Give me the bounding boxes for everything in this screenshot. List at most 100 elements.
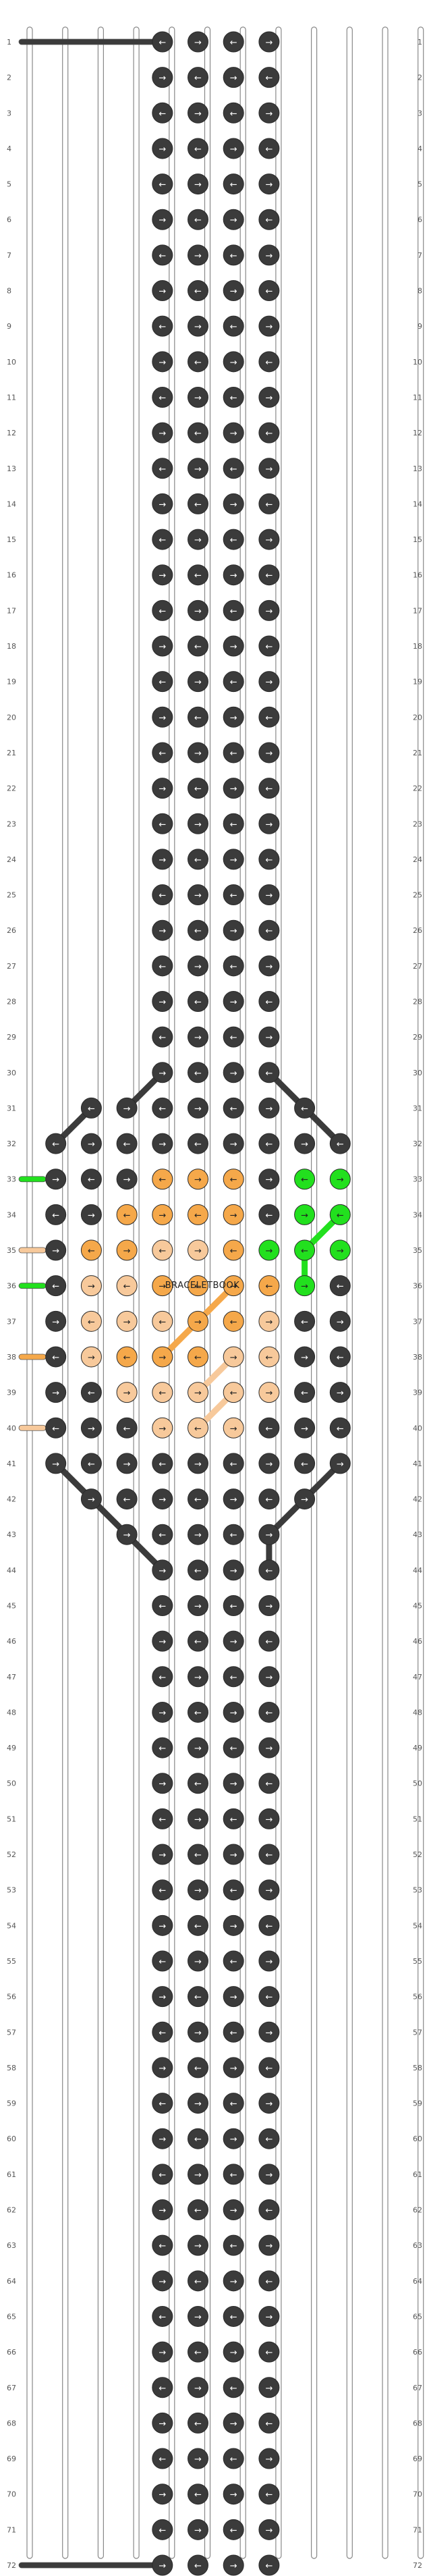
arrow-icon: ← xyxy=(194,1069,202,1079)
knot-circle xyxy=(152,2377,173,2398)
arrow-icon: ← xyxy=(230,749,237,759)
row-number-right: 13 xyxy=(413,464,422,473)
knot-circle xyxy=(152,742,173,763)
arrow-icon: ← xyxy=(159,2312,166,2322)
arrow-icon: → xyxy=(194,1744,202,1754)
arrow-icon: ← xyxy=(265,358,273,368)
knot-circle xyxy=(80,1169,102,1190)
knot: → xyxy=(152,209,173,230)
knot: → xyxy=(188,2093,208,2114)
arrow-icon: ← xyxy=(230,1530,237,1540)
knot-circle xyxy=(80,1382,102,1403)
knot-circle xyxy=(258,990,280,1012)
knot-circle xyxy=(80,1239,102,1261)
knot-circle xyxy=(223,2341,244,2363)
row-number-left: 39 xyxy=(7,1389,16,1397)
knot-circle xyxy=(152,386,173,408)
knot-circle xyxy=(80,1275,102,1297)
knot-circle xyxy=(223,599,244,621)
knot: → xyxy=(188,1310,208,1332)
knot-circle xyxy=(258,2305,280,2327)
knot: ← xyxy=(152,315,173,337)
arrow-icon: → xyxy=(88,1210,95,1220)
arrow-icon: → xyxy=(230,215,237,225)
arrow-icon: ← xyxy=(265,1779,273,1790)
knot: ← xyxy=(294,1453,316,1474)
knot-circle xyxy=(152,209,173,230)
knot: ← xyxy=(258,990,280,1012)
knot-circle xyxy=(152,1310,173,1332)
arrow-icon: → xyxy=(230,1850,237,1860)
arrow-icon: → xyxy=(194,1815,202,1825)
arrow-icon: → xyxy=(123,1104,131,1114)
arrow-icon: ← xyxy=(230,1744,237,1754)
arrow-icon: ← xyxy=(52,1210,59,1220)
knot: → xyxy=(152,1417,173,1439)
arrow-icon: → xyxy=(194,1246,202,1256)
row-number-right: 24 xyxy=(413,855,422,864)
knot: → xyxy=(80,1346,102,1368)
knot-circle xyxy=(258,493,280,514)
row-number-left: 57 xyxy=(7,2028,16,2037)
arrow-icon: → xyxy=(265,891,273,901)
knot-circle xyxy=(258,1595,280,1617)
row-number-right: 38 xyxy=(413,1353,422,1362)
knot: ← xyxy=(188,1986,208,2008)
knot: ← xyxy=(223,2021,244,2043)
knot: ← xyxy=(152,1879,173,1901)
knot: → xyxy=(258,1239,280,1261)
arrow-icon: → xyxy=(194,393,202,403)
knot: → xyxy=(258,1666,280,1688)
knot-circle xyxy=(188,2270,208,2292)
arrow-icon: ← xyxy=(301,1317,308,1327)
arrow-icon: → xyxy=(194,464,202,475)
knot-circle xyxy=(258,1275,280,1297)
knot-circle xyxy=(152,67,173,88)
knot-circle xyxy=(116,1417,138,1439)
knot-circle xyxy=(152,2448,173,2469)
arrow-icon: → xyxy=(159,1708,166,1718)
knot-circle xyxy=(188,1701,208,1723)
knot-circle xyxy=(223,2448,244,2469)
arrow-icon: → xyxy=(265,1104,273,1114)
arrow-icon: ← xyxy=(337,1282,344,1292)
knot: → xyxy=(152,2199,173,2221)
row-number-left: 28 xyxy=(7,997,16,1006)
knot: → xyxy=(188,2305,208,2327)
knot: ← xyxy=(188,2341,208,2363)
arrow-icon: ← xyxy=(230,322,237,332)
knot: → xyxy=(152,2057,173,2078)
knot: → xyxy=(258,386,280,408)
knot-circle xyxy=(258,1844,280,1865)
arrow-icon: ← xyxy=(230,2028,237,2038)
knot: → xyxy=(223,635,244,657)
knot-circle xyxy=(152,1630,173,1652)
arrow-icon: ← xyxy=(159,678,166,688)
knot-circle xyxy=(223,1524,244,1545)
row-number-right: 9 xyxy=(418,322,422,331)
knot: → xyxy=(294,1417,316,1439)
knot: → xyxy=(258,1524,280,1545)
arrow-icon: → xyxy=(159,713,166,723)
knot: ← xyxy=(329,1417,351,1439)
arrow-icon: → xyxy=(265,2099,273,2110)
knot: → xyxy=(258,529,280,550)
knot: → xyxy=(188,1524,208,1545)
knot: → xyxy=(188,955,208,977)
knot: → xyxy=(152,2484,173,2505)
row-number-right: 23 xyxy=(413,820,422,828)
knot-circle xyxy=(152,2128,173,2149)
knot-circle xyxy=(188,1239,208,1261)
row-number-right: 25 xyxy=(413,891,422,900)
knot: → xyxy=(258,599,280,621)
knot: ← xyxy=(152,386,173,408)
row-number-left: 67 xyxy=(7,2384,16,2392)
knot: → xyxy=(223,2057,244,2078)
knot: ← xyxy=(258,493,280,514)
knot-circle xyxy=(188,280,208,302)
arrow-icon: ← xyxy=(123,1282,131,1292)
knot-circle xyxy=(116,1382,138,1403)
arrow-icon: → xyxy=(194,1104,202,1114)
knot: → xyxy=(116,1169,138,1190)
knot-circle xyxy=(188,2021,208,2043)
